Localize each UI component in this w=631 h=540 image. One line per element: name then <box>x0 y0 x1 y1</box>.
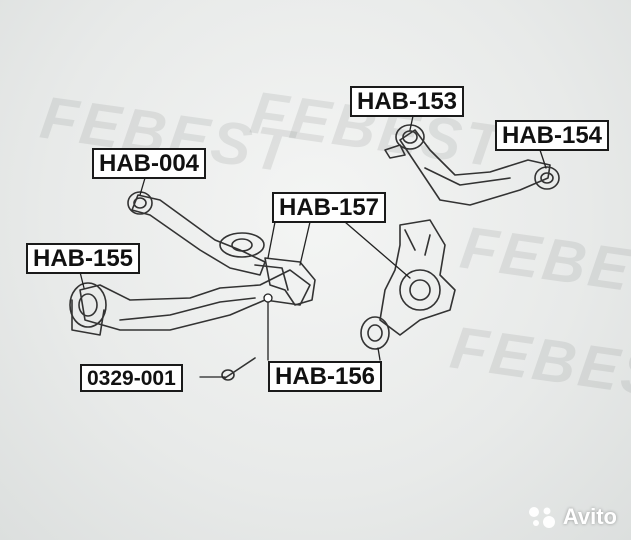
avito-logo-text: Avito <box>562 504 617 529</box>
leader-lines <box>79 115 547 378</box>
label-hab-156: HAB-156 <box>268 361 383 392</box>
label-0329-001: 0329-001 <box>80 364 183 392</box>
label-hab-154: HAB-154 <box>495 120 610 151</box>
lower-arm <box>69 257 316 336</box>
bolt-marker <box>263 293 273 303</box>
label-hab-157: HAB-157 <box>272 192 387 223</box>
knuckle-bushing <box>360 316 390 350</box>
upper-control-arm <box>384 124 560 206</box>
avito-dots-icon <box>528 507 555 528</box>
steering-knuckle <box>379 219 456 336</box>
bolt <box>221 357 256 381</box>
avito-watermark: Avito <box>527 504 617 530</box>
label-hab-004: HAB-004 <box>92 148 207 179</box>
label-hab-155: HAB-155 <box>26 243 141 274</box>
label-hab-153: HAB-153 <box>350 86 465 117</box>
trailing-arm <box>127 191 266 276</box>
